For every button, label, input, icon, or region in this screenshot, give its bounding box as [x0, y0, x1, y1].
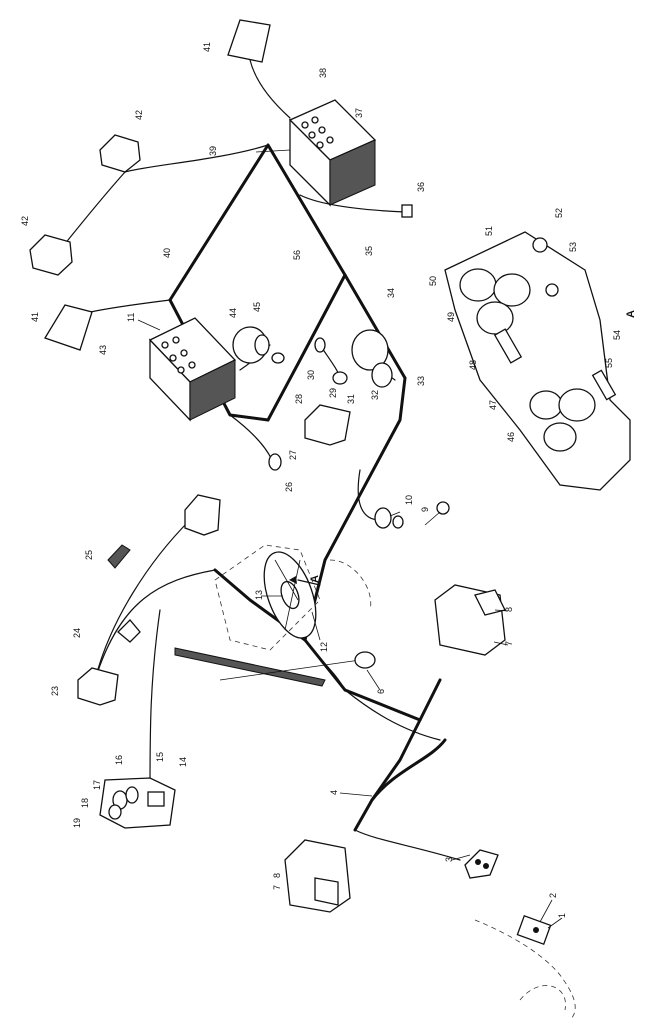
callout-34: 34	[386, 288, 396, 298]
sender-31	[332, 371, 348, 385]
instrument-panel	[444, 231, 631, 491]
callout-41-top: 41	[202, 42, 212, 52]
callout-1: 1	[557, 913, 567, 918]
callout-53: 53	[568, 242, 578, 252]
callout-42-top: 42	[134, 110, 144, 120]
callout-17: 17	[92, 780, 102, 790]
callout-27: 27	[288, 450, 298, 460]
lamp-42-top	[99, 134, 141, 173]
callout-49: 49	[446, 312, 456, 322]
callout-54: 54	[612, 330, 622, 340]
callout-37: 37	[354, 108, 364, 118]
callout-42-bottom: 42	[20, 216, 30, 226]
callout-7b: 7	[272, 885, 282, 890]
battery-left	[148, 317, 237, 422]
switch-24	[117, 619, 141, 643]
callout-29: 29	[328, 388, 338, 398]
callout-8a: 8	[504, 607, 514, 612]
fuse-box-27	[304, 404, 351, 446]
battery-right	[288, 99, 377, 207]
callout-39: 39	[208, 146, 218, 156]
wiper-arm	[174, 647, 361, 687]
lamp-25	[107, 544, 131, 569]
callout-labels: 1 2 3 4 6 7 8 7 8 9 10 11 12 13 14 15 16…	[20, 42, 637, 918]
callout-30: 30	[306, 370, 316, 380]
callout-18: 18	[80, 798, 90, 808]
callout-16: 16	[114, 755, 124, 765]
callout-26: 26	[284, 482, 294, 492]
wiper-motor-6	[354, 651, 376, 669]
callout-15: 15	[155, 752, 165, 762]
switch-3	[464, 849, 499, 879]
callout-10: 10	[404, 495, 414, 505]
callout-11: 11	[126, 313, 136, 322]
callout-32: 32	[370, 390, 380, 400]
callout-50: 50	[428, 276, 438, 286]
callout-38: 38	[318, 68, 328, 78]
lamp-23	[77, 667, 119, 706]
callout-13: 13	[254, 590, 264, 600]
callout-12: 12	[319, 642, 329, 652]
callout-45: 45	[252, 302, 262, 312]
callout-35: 35	[364, 246, 374, 256]
callout-41-left: 41	[30, 312, 40, 322]
view-marker-a: A	[309, 575, 321, 583]
callout-8b: 8	[272, 873, 282, 878]
leader-lines	[137, 149, 563, 929]
view-arrow	[289, 576, 321, 586]
callout-40: 40	[162, 248, 172, 258]
callout-3: 3	[444, 857, 454, 862]
callout-48: 48	[468, 360, 478, 370]
callout-6: 6	[376, 689, 386, 694]
connector-26	[268, 453, 282, 471]
control-panel-14-19	[99, 777, 176, 829]
box-41-left	[44, 304, 93, 351]
box-7-8-left	[284, 839, 351, 913]
callout-24: 24	[72, 628, 82, 638]
callout-14: 14	[178, 757, 188, 767]
callout-28: 28	[294, 394, 304, 404]
relay-45	[271, 352, 285, 364]
sensor-36	[401, 204, 413, 218]
callout-2: 2	[548, 893, 558, 898]
lamp-top-left	[184, 494, 221, 536]
callout-55: 55	[604, 358, 614, 368]
callout-51: 51	[484, 226, 494, 236]
branch-wires	[59, 59, 461, 861]
pedal-detail	[474, 914, 576, 1021]
callout-7a: 7	[504, 641, 514, 646]
starter-34	[351, 329, 393, 388]
callout-33: 33	[416, 376, 426, 386]
switch-10	[374, 507, 404, 529]
callout-9: 9	[420, 507, 430, 512]
callout-56: 56	[292, 250, 302, 260]
callout-47: 47	[488, 400, 498, 410]
switch-30	[314, 337, 326, 353]
lamp-9	[424, 501, 450, 526]
callout-23: 23	[50, 686, 60, 696]
horn-44	[232, 326, 270, 364]
box-41-top	[227, 19, 271, 63]
callout-46: 46	[506, 432, 516, 442]
callout-52: 52	[554, 208, 564, 218]
callout-43: 43	[98, 345, 108, 355]
box-7-8-right	[434, 584, 506, 656]
callout-44: 44	[228, 308, 238, 318]
detail-marker-a: A	[625, 310, 637, 318]
callout-19: 19	[72, 818, 82, 828]
callout-36: 36	[416, 182, 426, 192]
lamp-42-bottom	[29, 234, 73, 276]
callout-31: 31	[346, 394, 356, 404]
steering-wheel	[214, 544, 372, 651]
callout-4: 4	[329, 790, 339, 795]
callout-25: 25	[84, 550, 94, 560]
